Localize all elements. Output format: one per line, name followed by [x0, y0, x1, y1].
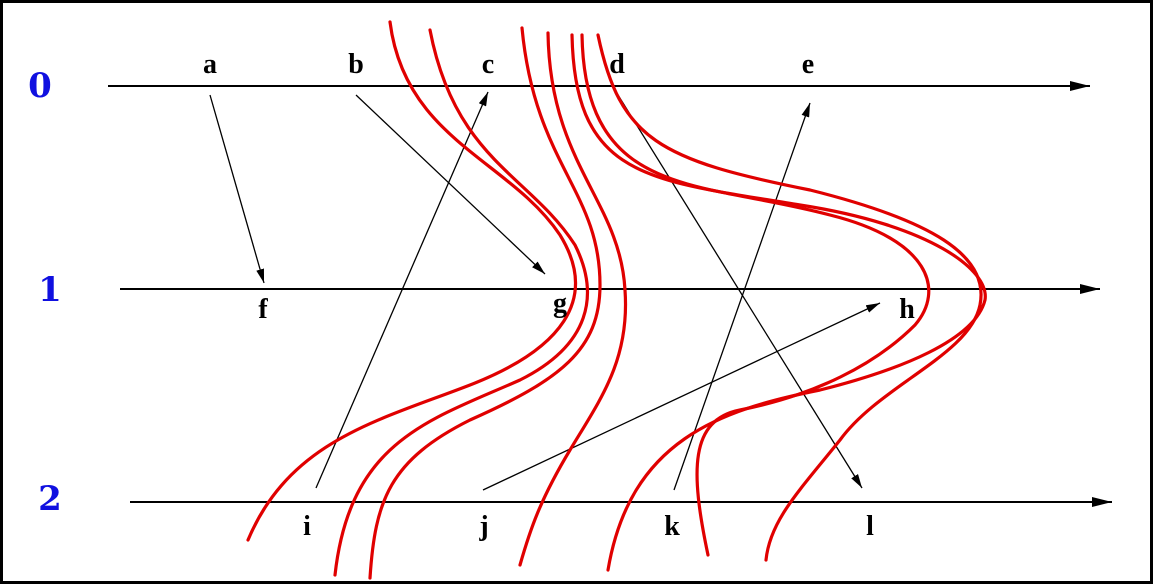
- cut-4: [518, 31, 628, 567]
- process-label-0: 0: [28, 66, 52, 106]
- message-d-to-l: [617, 94, 863, 489]
- process-label-2: 2: [38, 479, 62, 519]
- event-c: c: [482, 49, 494, 80]
- event-f: f: [258, 294, 268, 325]
- event-b: b: [348, 49, 364, 80]
- event-k: k: [664, 511, 680, 542]
- event-l: l: [866, 511, 874, 542]
- message-k-to-e: [673, 102, 811, 491]
- event-a: a: [203, 49, 217, 80]
- message-j-to-h: [482, 302, 881, 491]
- event-e: e: [802, 49, 814, 80]
- event-i: i: [303, 511, 311, 542]
- message-a-to-f: [209, 94, 265, 284]
- consistent-cuts: [246, 20, 987, 580]
- message-i-to-c: [315, 91, 489, 489]
- cut-2: [333, 28, 589, 577]
- cut-6: [580, 33, 931, 557]
- message-b-to-g: [355, 94, 546, 275]
- event-g: g: [553, 288, 567, 319]
- process-label-1: 1: [38, 270, 62, 310]
- event-h: h: [899, 294, 915, 325]
- cut-7: [596, 33, 983, 562]
- cut-1: [246, 20, 578, 542]
- event-d: d: [609, 49, 625, 80]
- event-j: j: [478, 511, 488, 542]
- cut-3: [368, 26, 602, 580]
- cut-5: [570, 33, 987, 572]
